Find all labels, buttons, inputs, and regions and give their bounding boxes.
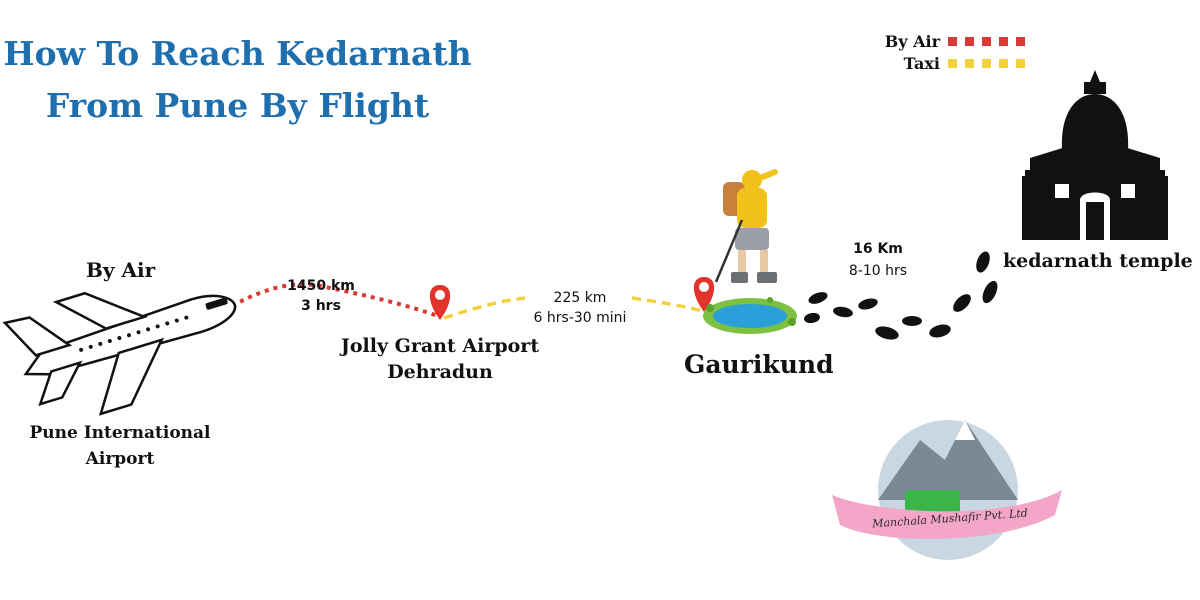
destination-label: kedarnath temple — [1003, 250, 1193, 272]
start-location-line-1: Pune International — [29, 423, 211, 443]
airplane-icon — [2, 291, 237, 416]
leg2-distance: 225 km — [553, 290, 607, 306]
brand-logo — [832, 420, 1062, 560]
start-location-line-2: Airport — [85, 449, 155, 469]
start-mode-label: By Air — [86, 258, 156, 282]
hiker-icon — [714, 169, 778, 283]
page-title: How To Reach Kedarnath From Pune By Flig… — [0, 28, 475, 132]
legend-air-swatch — [948, 36, 1025, 46]
stop1-line-2: Dehradun — [387, 361, 493, 383]
legend-taxi-label: Taxi — [903, 53, 940, 73]
legend-taxi-swatch — [948, 58, 1025, 68]
start-location: Pune International Airport — [20, 420, 220, 472]
legend-air-label: By Air — [884, 31, 940, 51]
legend-item-air: By Air — [860, 30, 1025, 52]
taxi-route-line-2 — [631, 296, 707, 314]
air-route-line — [231, 282, 439, 318]
leg1-distance: 1450 km — [287, 278, 355, 294]
lake-icon — [703, 297, 797, 334]
leg1-duration: 3 hrs — [301, 298, 341, 314]
stop1-location: Jolly Grant Airport Dehradun — [335, 333, 545, 385]
title-line-2: From Pune By Flight — [45, 86, 430, 125]
leg1-info: 1450 km 3 hrs — [280, 276, 362, 316]
legend: By Air Taxi — [860, 30, 1025, 74]
leg3-distance: 16 Km — [853, 241, 903, 257]
leg2-duration: 6 hrs-30 mini — [533, 310, 627, 326]
legend-item-taxi: Taxi — [860, 52, 1025, 74]
stop2-location: Gaurikund — [684, 350, 834, 379]
title-line-1: How To Reach Kedarnath — [3, 34, 472, 73]
leg2-info: 225 km 6 hrs-30 mini — [520, 288, 640, 328]
footprints-icon — [804, 251, 998, 340]
taxi-route-line-1 — [443, 296, 526, 320]
location-pin-icon-gaurikund — [693, 277, 715, 312]
stop1-line-1: Jolly Grant Airport — [340, 335, 540, 357]
location-pin-icon-dehradun — [429, 285, 451, 320]
leg3-info: 16 Km 8-10 hrs — [832, 238, 924, 282]
leg3-duration: 8-10 hrs — [848, 263, 908, 279]
kedarnath-temple-icon — [1022, 70, 1168, 240]
